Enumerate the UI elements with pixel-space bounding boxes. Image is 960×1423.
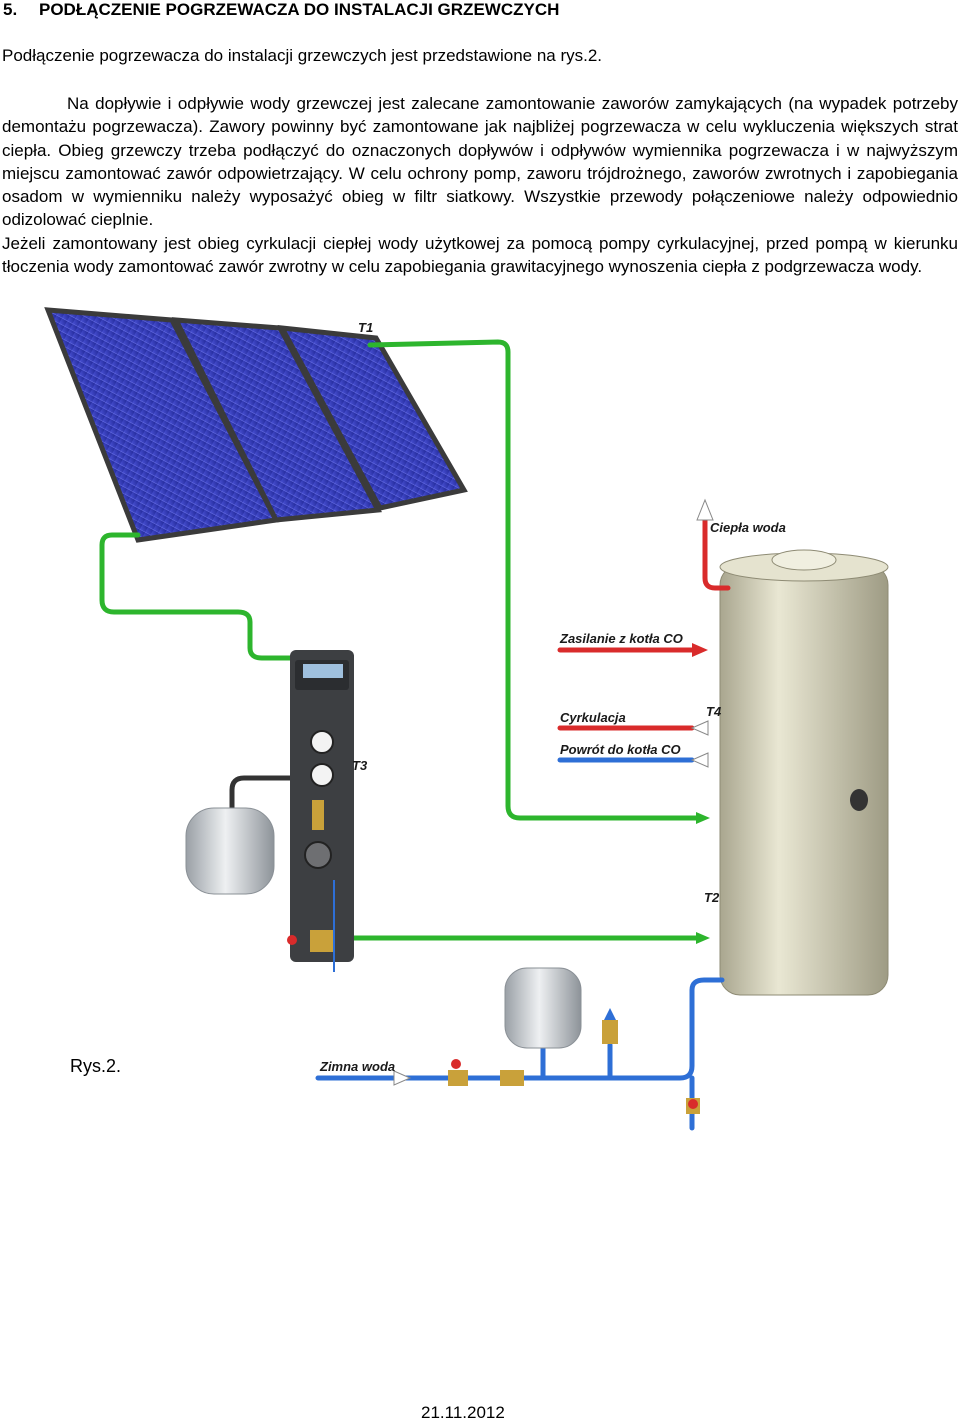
section-title: PODŁĄCZENIE POGRZEWACZA DO INSTALACJI GR… bbox=[39, 0, 560, 19]
tank-sensor-port bbox=[850, 789, 868, 811]
solar-panel-2 bbox=[171, 317, 382, 523]
pump-station bbox=[287, 650, 354, 972]
paragraph-circulation: Jeżeli zamontowany jest obieg cyrkulacji… bbox=[2, 234, 958, 277]
label-t2: T2 bbox=[704, 890, 720, 905]
footer-date: 21.11.2012 bbox=[421, 1403, 505, 1422]
arrow-boiler-return-icon bbox=[690, 752, 709, 768]
solar-expansion-vessel bbox=[185, 775, 290, 895]
circulation-pump-icon bbox=[304, 841, 332, 869]
arrow-t1-icon bbox=[696, 812, 710, 824]
arrow-boiler-supply-icon bbox=[692, 643, 708, 657]
arrow-t2-icon bbox=[696, 932, 710, 944]
cold-water-pipe bbox=[315, 977, 725, 1081]
solar-panel-3 bbox=[277, 325, 468, 511]
solar-collectors bbox=[44, 307, 468, 543]
label-t3: T3 bbox=[352, 758, 368, 773]
thermometer-gauge-2 bbox=[310, 763, 334, 787]
hot-water-pipe bbox=[702, 517, 731, 591]
safety-valve-icon bbox=[602, 1020, 618, 1044]
label-circulation: Cyrkulacja bbox=[560, 710, 626, 725]
thermometer-gauge-1 bbox=[310, 730, 334, 754]
label-hot-water: Ciepła woda bbox=[710, 520, 786, 535]
arrow-circulation-icon bbox=[690, 720, 709, 736]
check-valve-icon bbox=[500, 1070, 524, 1086]
section-heading: 5. PODŁĄCZENIE POGRZEWACZA DO INSTALACJI … bbox=[3, 0, 559, 20]
solar-loop-pipes bbox=[99, 339, 699, 941]
dhw-expansion-vessel bbox=[504, 967, 582, 1049]
figure-caption: Rys.2. bbox=[70, 1056, 122, 1076]
cold-water-fittings bbox=[448, 1008, 700, 1114]
label-cold-water: Zimna woda bbox=[319, 1059, 395, 1074]
valve-handle-icon bbox=[287, 935, 297, 945]
storage-tank bbox=[719, 549, 889, 996]
label-t1: T1 bbox=[358, 320, 373, 335]
label-boiler-supply: Zasilanie z kotła CO bbox=[559, 631, 683, 646]
section-number: 5. bbox=[3, 0, 18, 19]
arrow-hot-water-icon bbox=[696, 498, 714, 521]
installation-diagram: T1 T3 T4 T2 Ciepła woda Zasilanie z kotł… bbox=[44, 307, 889, 1131]
shutoff-valve-icon bbox=[448, 1070, 468, 1086]
label-boiler-return: Powrót do kotła CO bbox=[560, 742, 681, 757]
label-t4: T4 bbox=[706, 704, 722, 719]
controller-display bbox=[303, 664, 343, 678]
solar-supply-pipe bbox=[367, 339, 699, 821]
solar-return-pipe bbox=[99, 532, 303, 661]
arrow-cold-water-icon bbox=[393, 1070, 412, 1086]
paragraph-valves: Na dopływie i odpływie wody grzewczej je… bbox=[2, 94, 958, 230]
intro-text: Podłączenie pogrzewacza do instalacji gr… bbox=[2, 46, 603, 65]
